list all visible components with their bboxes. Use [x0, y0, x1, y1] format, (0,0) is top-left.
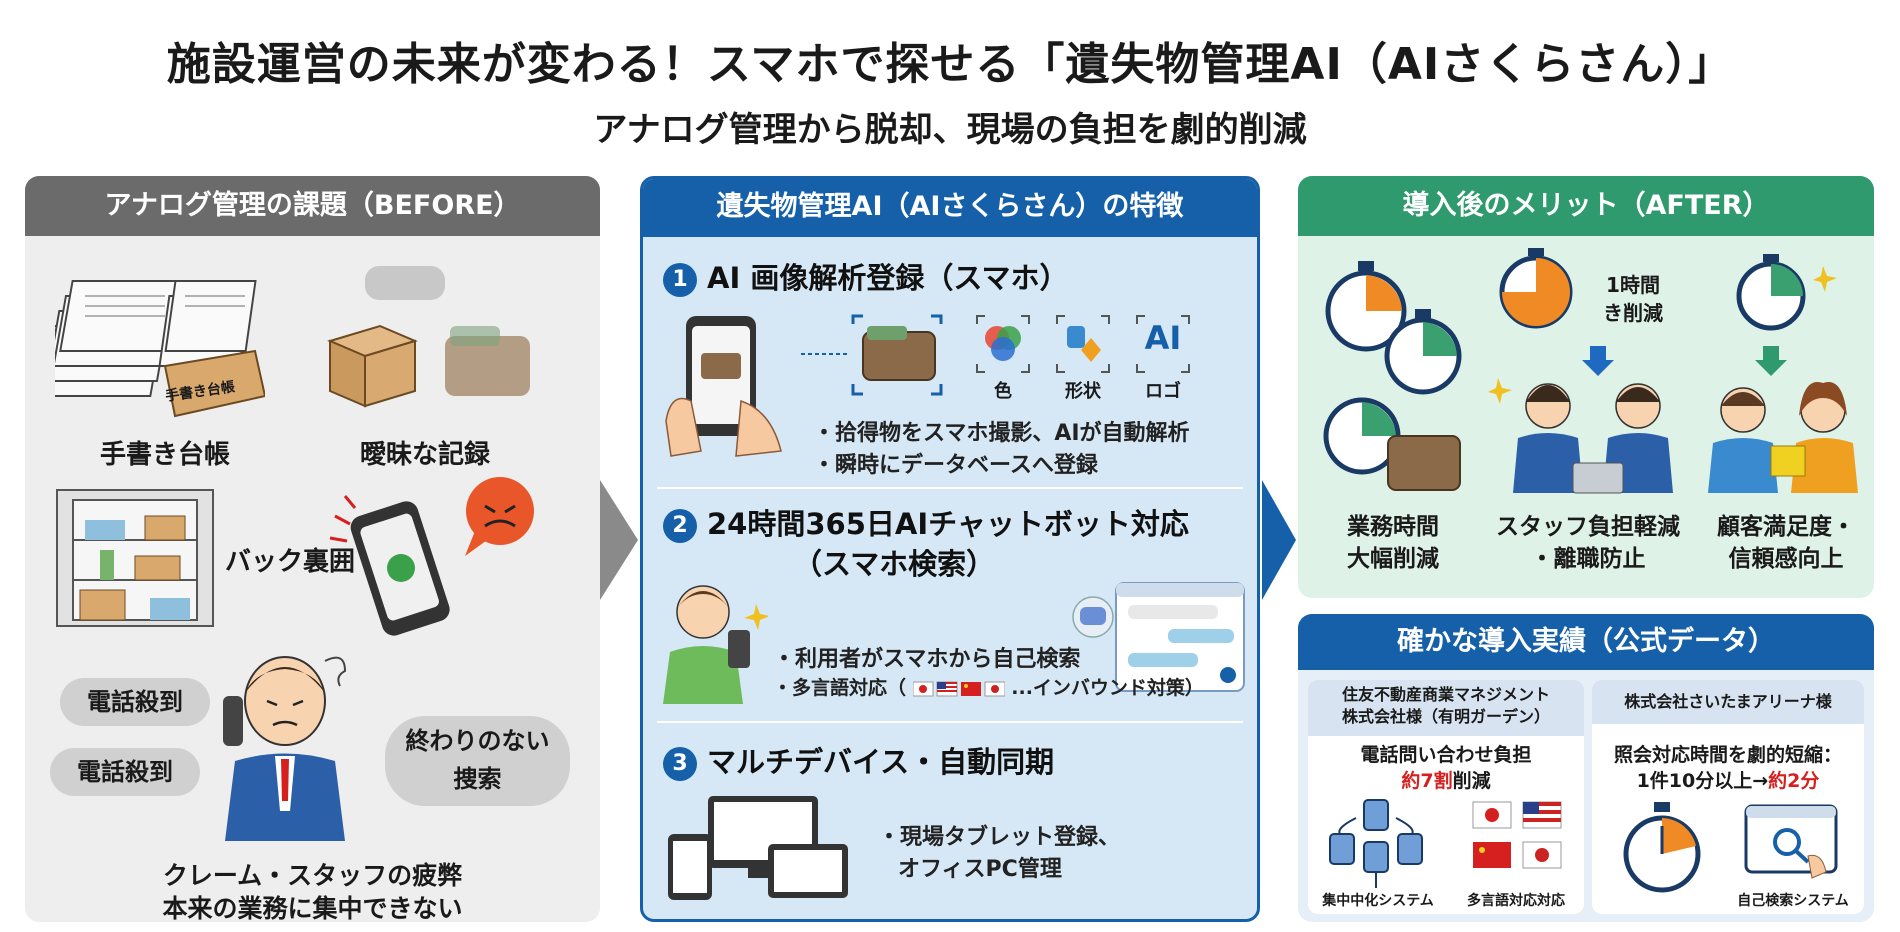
- result-card-ariake-line-1: 電話問い合わせ負担: [1360, 744, 1532, 766]
- backyard-label: バック裏囲: [224, 547, 355, 577]
- endless-search-bubble: 終わりのない 捜索: [385, 716, 570, 806]
- phone-rush-bubble-1: 電話殺到: [60, 678, 210, 726]
- before-footer-line-2: 本来の業務に集中できない: [162, 894, 463, 922]
- shape-label: 形状: [1065, 381, 1101, 402]
- merit-1-label: 業務時間 大幅削減: [1347, 514, 1439, 572]
- before-panel: アナログ管理の課題（BEFORE） 手書き台帳 手書き台帳 曖昧な記録: [25, 176, 600, 922]
- merit-2-label: スタッフ負担軽減 ・離職防止: [1496, 514, 1680, 572]
- feature-divider-2: [657, 721, 1243, 723]
- result-card-saitama-company: 株式会社さいたまアリーナ様: [1592, 680, 1864, 724]
- feature-2-bullet-2: ・多言語対応（ ...インバウンド対策）: [773, 673, 1204, 700]
- self-search-system-icon: [1744, 804, 1838, 879]
- short-stopwatch-icon: [1623, 802, 1701, 893]
- before-to-features-arrow: [600, 480, 638, 600]
- feature-2-bullet-1: ・利用者がスマホから自己検索: [773, 647, 1081, 672]
- staff-stopwatch-icon: [1488, 248, 1673, 494]
- feature-1-bullet-2: ・瞬時にデータベースへ登録: [813, 453, 1098, 478]
- result-card-saitama: 株式会社さいたまアリーナ様 照会対応時間を劇的短縮： 1件10分以上→約2分 自…: [1592, 680, 1864, 914]
- result-card-saitama-highlight: 約2分: [1768, 770, 1820, 792]
- feature-1-title: 1 AI 画像解析登録（スマホ）: [663, 255, 1068, 297]
- result-card-saitama-line-1: 照会対応時間を劇的短縮：: [1613, 744, 1842, 766]
- results-heading: 確かな導入実績（公式データ）: [1298, 614, 1874, 670]
- result-card-ariake-line-2: 約7割削減: [1308, 766, 1584, 793]
- color-analysis-icon: [976, 315, 1030, 373]
- vague-record-label: 曖昧な記録: [359, 440, 490, 470]
- phone-rush-bubble-2: 電話殺到: [50, 748, 200, 796]
- chatbot-screen-icon: [1072, 582, 1245, 692]
- logo-analysis-icon: [1136, 315, 1190, 373]
- result-card-saitama-prefix: 1件10分以上→: [1636, 770, 1769, 792]
- results-panel: 確かな導入実績（公式データ） 住友不動産商業マネジメント 株式会社様（有明ガーデ…: [1298, 614, 1874, 922]
- feature-1-number: 1: [663, 263, 697, 297]
- ledger-label: 手書き台帳: [99, 440, 230, 470]
- language-flags-icon: [912, 681, 1006, 696]
- central-system-label: 集中中化システム: [1322, 893, 1434, 909]
- features-heading: 遺失物管理AI（AIさくらさん）の特徴: [643, 179, 1257, 237]
- features-to-after-arrow: [1262, 480, 1296, 600]
- stopwatches-wallet-icon: [1323, 261, 1462, 491]
- feature-3-bullet-1: ・現場タブレット登録、: [878, 825, 1121, 850]
- customer-satisfaction-icon: [1708, 254, 1858, 493]
- multi-device-icon: [668, 796, 848, 900]
- page-subtitle: アナログ管理から脱却、現場の負担を劇的削減: [593, 110, 1307, 150]
- feature-3-title-text: マルチデバイス・自動同期: [707, 745, 1055, 779]
- wallet-scan-icon: [801, 314, 943, 396]
- multi-language-flags-icon: [1472, 801, 1562, 869]
- shape-analysis-icon: [1056, 315, 1110, 373]
- result-card-ariake-company: 住友不動産商業マネジメント 株式会社様（有明ガーデン）: [1308, 680, 1584, 736]
- feature-2-bullet-2-suffix: ...インバウンド対策）: [1011, 677, 1204, 699]
- merit-3-label: 顧客満足度・ 信頼感向上: [1717, 514, 1855, 572]
- stressed-staff-icon: [223, 656, 347, 841]
- central-system-icon: [1329, 799, 1423, 888]
- before-footer-line-1: クレーム・スタッフの疲弊: [162, 861, 463, 890]
- feature-2-number: 2: [663, 509, 697, 543]
- vague-record-icon: [327, 266, 530, 408]
- result-card-saitama-line-2: 1件10分以上→約2分: [1592, 766, 1864, 793]
- feature-1-title-text: AI 画像解析登録（スマホ）: [707, 261, 1069, 295]
- feature-3-number: 3: [663, 747, 697, 781]
- smartphone-hand-icon: [665, 316, 782, 457]
- feature-2-bullet-2-prefix: ・多言語対応（: [773, 677, 907, 699]
- after-heading: 導入後のメリット（AFTER）: [1298, 176, 1874, 236]
- after-panel: 導入後のメリット（AFTER） 1時間 き削減: [1298, 176, 1874, 598]
- feature-2-subtitle: （スマホ検索）: [793, 547, 996, 581]
- ledger-stack-icon: [55, 280, 265, 418]
- backyard-shelf-icon: [56, 489, 214, 627]
- result-card-ariake: 住友不動産商業マネジメント 株式会社様（有明ガーデン） 電話問い合わせ負担 約7…: [1308, 680, 1584, 914]
- feature-3-title: 3 マルチデバイス・自動同期: [663, 739, 1054, 781]
- multi-language-label: 多言語対応対応: [1467, 893, 1565, 909]
- feature-1-bullet-1: ・拾得物をスマホ撮影、AIが自動解析: [813, 421, 1190, 446]
- result-card-ariake-highlight: 約7割: [1401, 770, 1453, 792]
- ringing-phone-icon: [329, 477, 534, 636]
- ai-logo-text: AI: [1144, 319, 1182, 357]
- result-card-ariake-suffix: 削減: [1452, 770, 1491, 792]
- time-saved-note: 1時間 き削減: [1603, 273, 1663, 325]
- color-label: 色: [994, 381, 1012, 402]
- user-smartphone-icon: [663, 585, 768, 704]
- features-panel: 遺失物管理AI（AIさくらさん）の特徴 1 AI 画像解析登録（スマホ） AI 色…: [640, 176, 1260, 922]
- feature-2-title: 2 24時間365日AIチャットボット対応: [663, 501, 1189, 543]
- feature-divider-1: [657, 487, 1243, 489]
- before-heading: アナログ管理の課題（BEFORE）: [25, 176, 600, 236]
- page-title: 施設運営の未来が変わる！スマホで探せる「遺失物管理AI（AIさくらさん）」: [166, 39, 1734, 90]
- feature-3-bullet-2: オフィスPC管理: [898, 857, 1062, 882]
- feature-2-title-text: 24時間365日AIチャットボット対応: [707, 507, 1189, 541]
- self-search-label: 自己検索システム: [1737, 893, 1849, 909]
- logo-label: ロゴ: [1145, 381, 1181, 402]
